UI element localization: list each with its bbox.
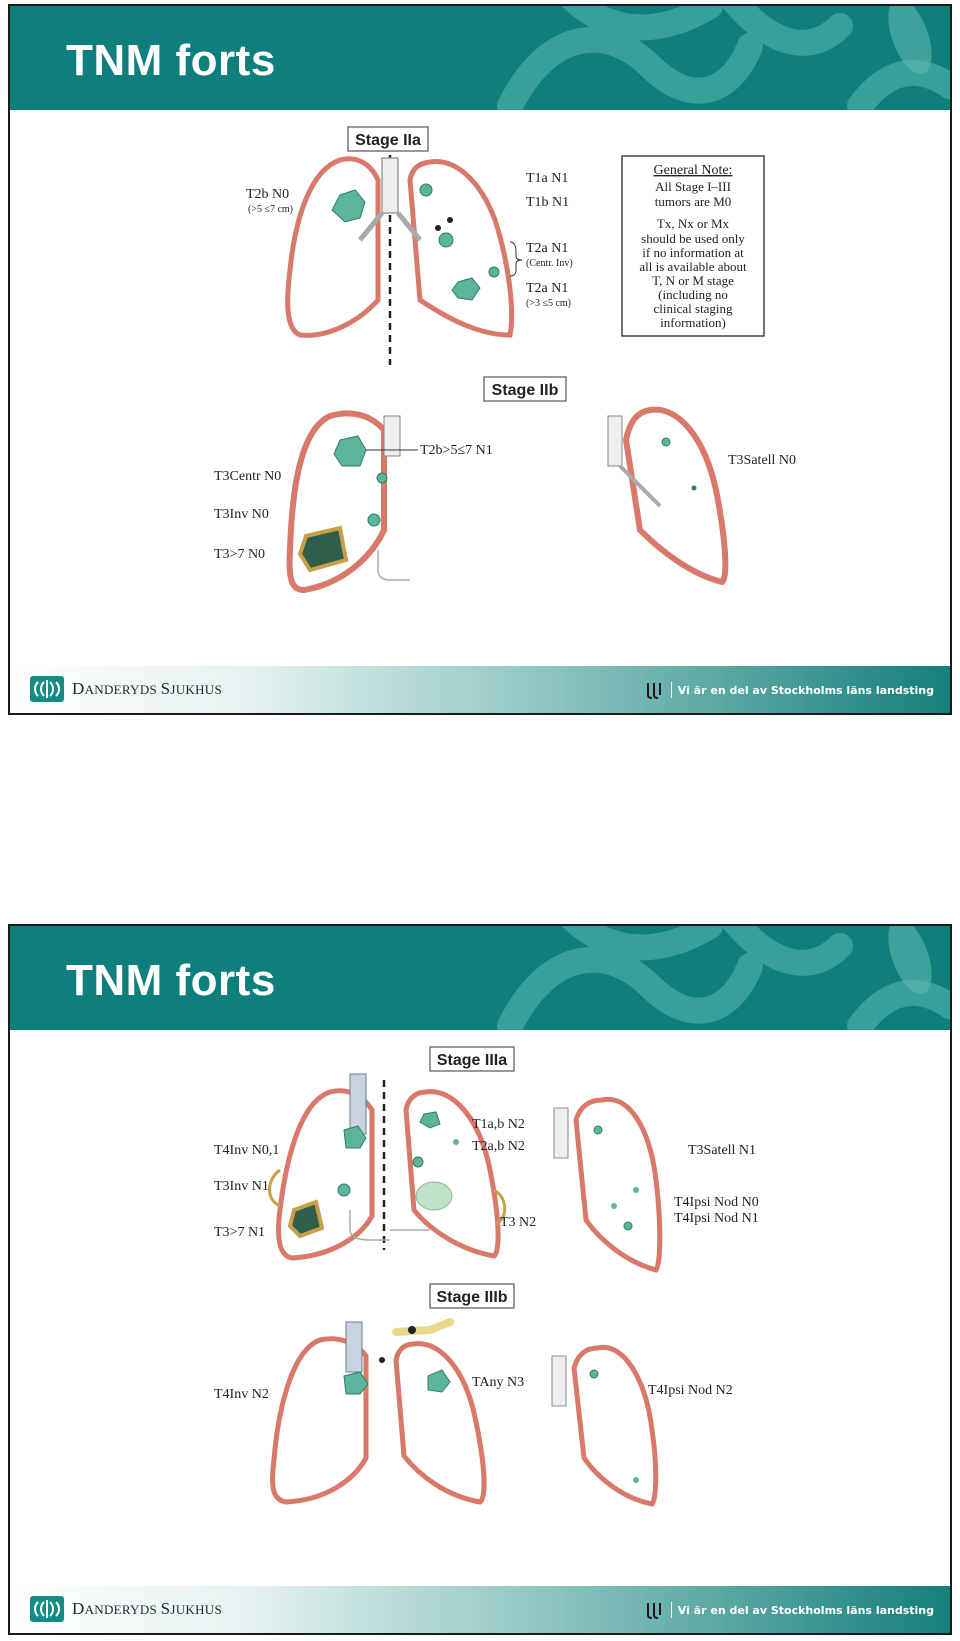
staging-figure: Stage IIa T2b N0 (>5 ≤7 cm) T1a N1 xyxy=(214,126,796,594)
label-t3-satell-n1: T3Satell N1 xyxy=(688,1143,756,1158)
sll-logo-icon xyxy=(645,1601,665,1619)
label-tany-n3: TAny N3 xyxy=(472,1375,524,1390)
note-line: if no information at xyxy=(642,245,744,260)
slide-1: TNM forts Stage IIa xyxy=(8,4,952,715)
general-note-box xyxy=(621,155,765,337)
note-line: should be used only xyxy=(641,231,745,246)
label-t1ab-n2: T1a,b N2 xyxy=(472,1117,525,1132)
tagline-text: Vi är en del av Stockholms läns landstin… xyxy=(677,1603,934,1617)
label-t3-n2: T3 N2 xyxy=(500,1215,536,1230)
label-t3-gt7-n0: T3>7 N0 xyxy=(214,547,265,562)
label-t4-ipsinod-n0: T4Ipsi Nod N0 xyxy=(674,1195,759,1210)
label-t3-centr-n0: T3Centr N0 xyxy=(214,469,281,484)
note-line: All Stage I–III xyxy=(655,179,731,194)
tumor-icon xyxy=(331,189,366,223)
slide-title: TNM forts xyxy=(66,36,276,85)
label-t4-ipsinod-n1: T4Ipsi Nod N1 xyxy=(674,1211,759,1226)
hospital-name: DANDERYDS SJUKHUS xyxy=(72,679,223,698)
note-line: Tx, Nx or Mx xyxy=(657,216,730,231)
lung-right-shape xyxy=(622,406,729,586)
slide-header: TNM forts xyxy=(10,6,950,110)
slide-title: TNM forts xyxy=(66,956,276,1005)
note-line: all is available about xyxy=(639,259,747,274)
lung-right-shape xyxy=(393,1341,487,1505)
sll-tagline: Vi är en del av Stockholms läns landstin… xyxy=(645,1601,934,1619)
tagline-text: Vi är en del av Stockholms läns landstin… xyxy=(677,683,934,697)
stage-label-top: Stage IIIa xyxy=(437,1052,507,1069)
slide-2: TNM forts Stage IIIa T4Inv N0,1 T3 xyxy=(8,924,952,1635)
slide-content: Stage IIIa T4Inv N0,1 T3Inv N1 T3>7 N1 T… xyxy=(10,1030,950,1586)
label-t1a-n1: T1a N1 xyxy=(526,171,568,186)
label-t2a-n1-a-sub: (Centr. Inv) xyxy=(526,258,573,269)
label-t3-gt7-n1: T3>7 N1 xyxy=(214,1225,265,1240)
slide-header: TNM forts xyxy=(10,926,950,1030)
label-t2b-n1: T2b>5≤7 N1 xyxy=(420,443,493,458)
label-t2b-n0: T2b N0 xyxy=(246,187,289,202)
label-t2b-n0-sub: (>5 ≤7 cm) xyxy=(248,204,293,215)
note-line: T, N or M stage xyxy=(652,273,734,288)
label-t2ab-n2: T2a,b N2 xyxy=(472,1139,525,1154)
slide-footer: DANDERYDS SJUKHUS Vi är en del av Stockh… xyxy=(10,666,950,713)
label-t3-inv-n1: T3Inv N1 xyxy=(214,1179,269,1194)
note-line: information) xyxy=(660,315,726,330)
lung-right-shape xyxy=(407,159,515,338)
label-t2a-n1-b-sub: (>3 ≤5 cm) xyxy=(526,298,571,309)
label-t2a-n1-a: T2a N1 xyxy=(526,241,568,256)
hospital-name: DANDERYDS SJUKHUS xyxy=(72,1599,223,1618)
note-title: General Note: xyxy=(654,163,733,178)
lung-right-shape xyxy=(403,1089,501,1259)
note-line: clinical staging xyxy=(653,301,733,316)
stage-label-bottom: Stage IIIb xyxy=(436,1289,507,1306)
lung-right-shape xyxy=(571,1344,659,1507)
label-t4-ipsinod-n2: T4Ipsi Nod N2 xyxy=(648,1383,733,1398)
label-t1b-n1: T1b N1 xyxy=(526,195,569,210)
sll-tagline: Vi är en del av Stockholms läns landstin… xyxy=(645,681,934,699)
stage-label-bottom: Stage IIb xyxy=(492,382,559,399)
hospital-logo-icon xyxy=(30,1596,64,1622)
note-line: tumors are M0 xyxy=(655,194,732,209)
note-line: (including no xyxy=(658,287,728,302)
header-decoration xyxy=(497,6,950,110)
staging-figure: Stage IIIa T4Inv N0,1 T3Inv N1 T3>7 N1 T… xyxy=(214,1046,759,1507)
label-t2a-n1-b: T2a N1 xyxy=(526,281,568,296)
label-t3-inv-n0: T3Inv N0 xyxy=(214,507,269,522)
lung-left-shape xyxy=(285,156,381,338)
slide-content: Stage IIa T2b N0 (>5 ≤7 cm) T1a N1 xyxy=(10,110,950,666)
hospital-logo-icon xyxy=(30,676,64,702)
label-t3-satell-n0: T3Satell N0 xyxy=(728,453,796,468)
slide-footer: DANDERYDS SJUKHUS Vi är en del av Stockh… xyxy=(10,1586,950,1633)
stage-label-top: Stage IIa xyxy=(355,132,421,149)
sll-logo-icon xyxy=(645,681,665,699)
lung-right-shape xyxy=(573,1096,663,1273)
label-t4-inv-n2: T4Inv N2 xyxy=(214,1387,269,1402)
header-decoration xyxy=(497,926,950,1030)
label-t4-inv-n01: T4Inv N0,1 xyxy=(214,1143,279,1158)
